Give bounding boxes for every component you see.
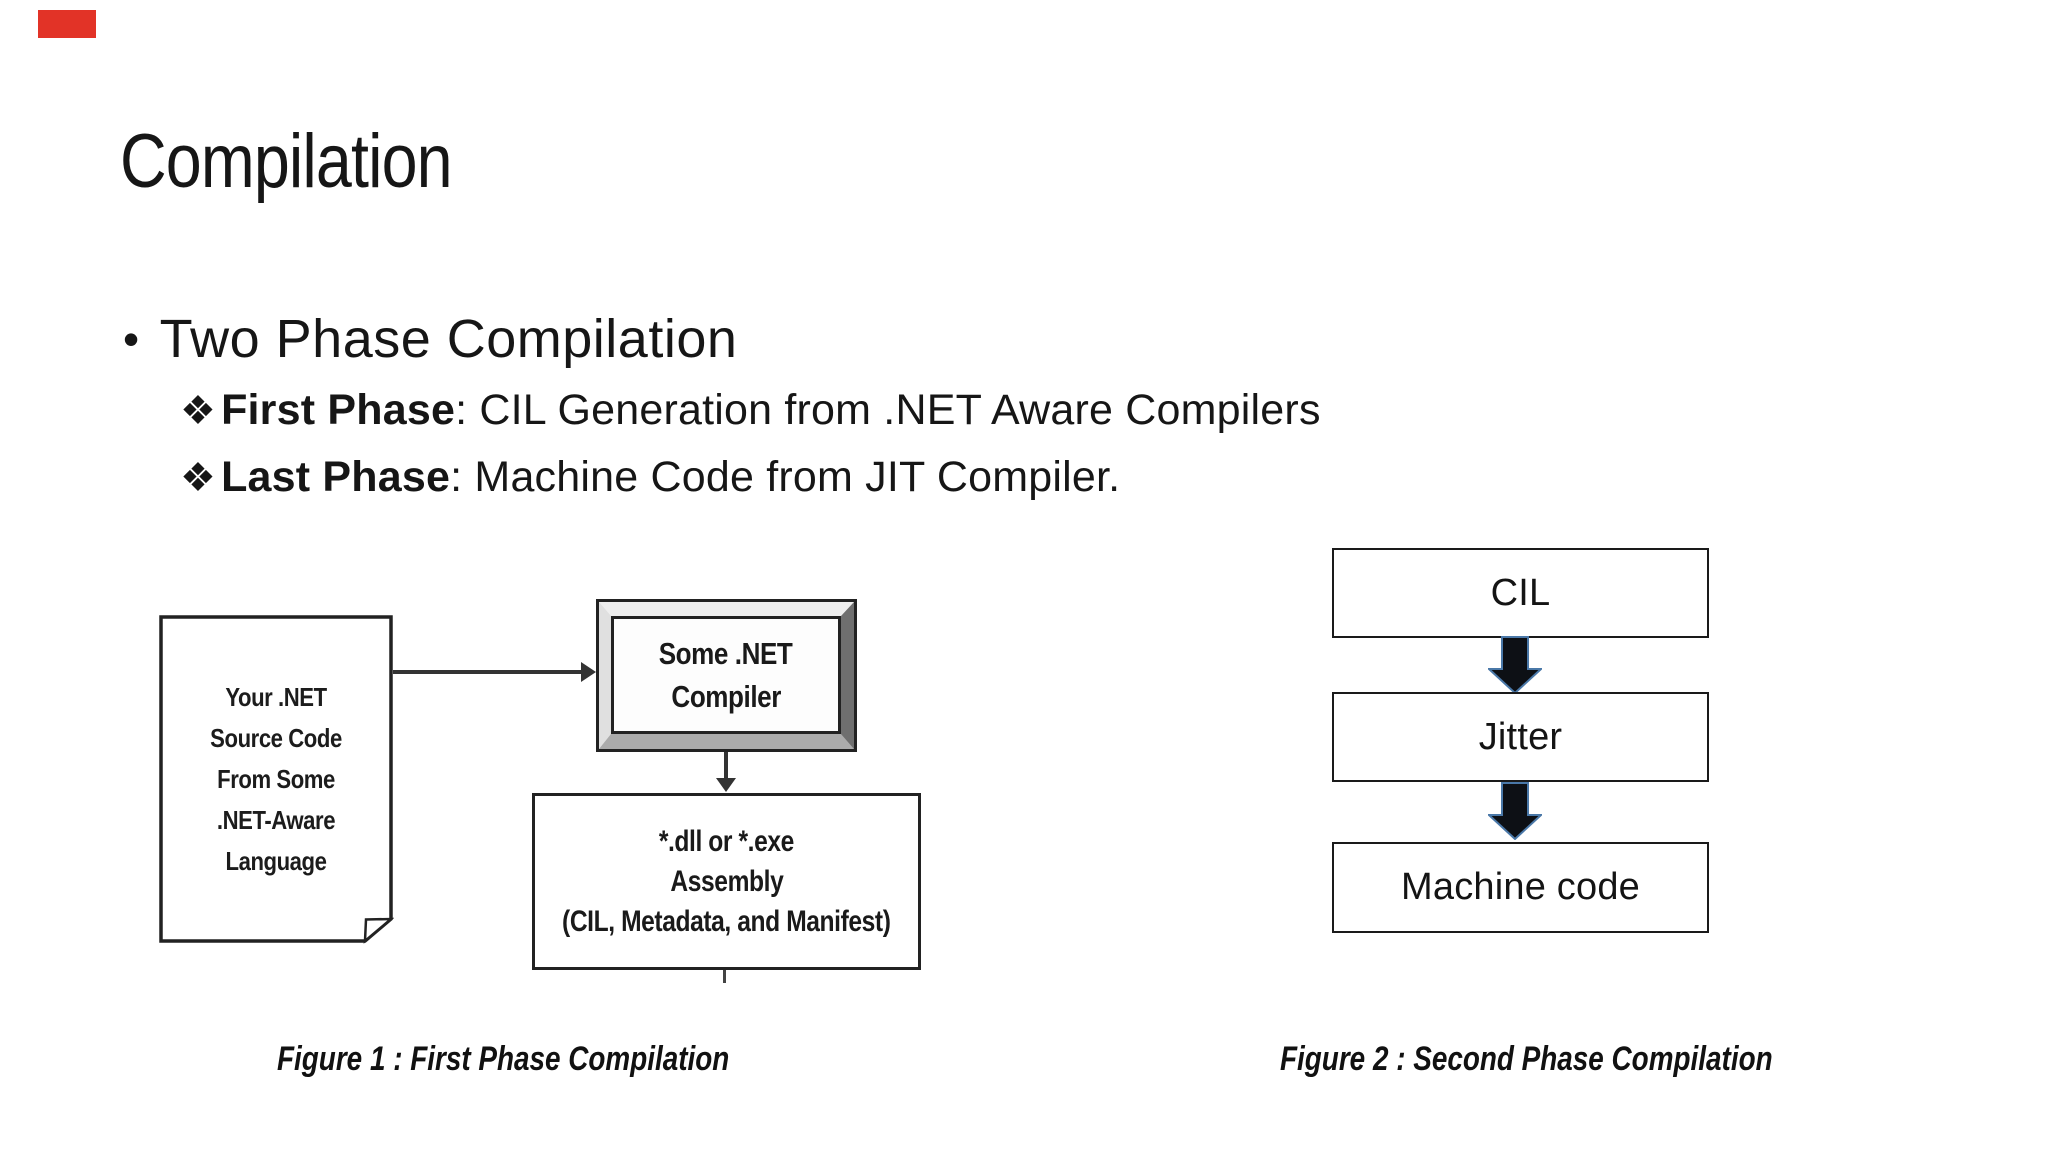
compiler-box: Some .NET Compiler [596,599,857,752]
jitter-label: Jitter [1478,715,1563,758]
doc-line: Source Code [210,722,342,753]
sub-bullet-bold: First Phase [221,386,456,434]
diamond-bullet-icon: ❖ [180,389,217,433]
doc-line: .NET-Aware [216,804,336,835]
sub-bullet-rest: : CIL Generation from .NET Aware Compile… [455,386,1321,434]
diamond-bullet-icon: ❖ [180,456,217,500]
bullet-dot-icon: • [123,313,140,365]
assembly-label-line: *.dll or *.exe [658,824,795,858]
bullet-text: Two Phase Compilation [159,309,738,369]
machine-code-label: Machine code [1401,866,1640,908]
bullet-two-phase: • Two Phase Compilation [123,308,737,370]
compiler-label-line: Some .NET [659,636,793,671]
arrow-head-right-icon [581,662,596,682]
block-arrow-cil-to-jitter-icon [1488,636,1542,694]
doc-line: Your .NET [225,681,327,712]
arrow-head-down-icon [716,778,736,792]
arrow-compiler-to-assembly [724,752,728,780]
assembly-label-line: (CIL, Metadata, and Manifest) [562,904,891,938]
compiler-box-bevel [599,602,854,749]
cil-box: CIL [1332,548,1709,638]
source-code-document-label: Your .NET Source Code From Some .NET-Awa… [176,614,377,944]
sub-bullet-first-phase: ❖First Phase: CIL Generation from .NET A… [180,386,1321,435]
machine-code-box: Machine code [1332,842,1709,933]
compiler-label-line: Compiler [671,679,781,714]
page-title: Compilation [120,119,453,204]
source-code-document-shape [159,615,394,944]
sub-bullet-last-phase: ❖Last Phase: Machine Code from JIT Compi… [180,453,1120,502]
sub-bullet-rest: : Machine Code from JIT Compiler. [450,453,1121,501]
assembly-bottom-tick [723,970,726,983]
arrow-doc-to-compiler [393,670,583,674]
assembly-label-line: Assembly [670,864,783,898]
compiler-box-panel: Some .NET Compiler [611,616,841,734]
cil-label: CIL [1490,571,1551,614]
assembly-box: *.dll or *.exe Assembly (CIL, Metadata, … [532,793,921,970]
figure1-caption: Figure 1 : First Phase Compilation [277,1040,730,1078]
figure2-caption: Figure 2 : Second Phase Compilation [1280,1040,1773,1078]
red-marker [38,10,96,38]
doc-line: Language [225,845,327,876]
jitter-box: Jitter [1332,692,1709,782]
sub-bullet-bold: Last Phase [221,453,451,501]
doc-line: From Some [217,763,335,794]
block-arrow-jitter-to-machinecode-icon [1488,782,1542,840]
